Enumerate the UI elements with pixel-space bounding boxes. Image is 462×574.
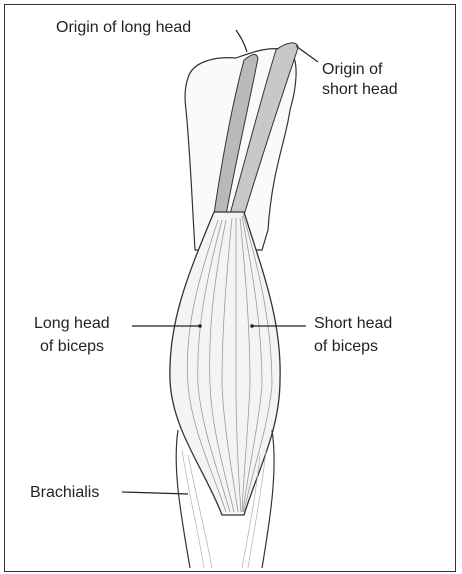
label-brachialis: Brachialis [30,483,99,503]
label-short-head-1: Short head [314,314,392,334]
label-origin-short-head-1: Origin of [322,60,382,80]
label-short-head-2: of biceps [314,337,378,357]
label-origin-short-head-2: short head [322,80,398,100]
label-long-head-1: Long head [34,314,110,334]
dot-short-head [250,324,254,328]
label-origin-long-head: Origin of long head [56,18,191,38]
leader-origin-short [296,46,318,62]
dot-long-head [198,324,202,328]
leader-origin-long [236,30,247,52]
label-long-head-2: of biceps [40,337,104,357]
